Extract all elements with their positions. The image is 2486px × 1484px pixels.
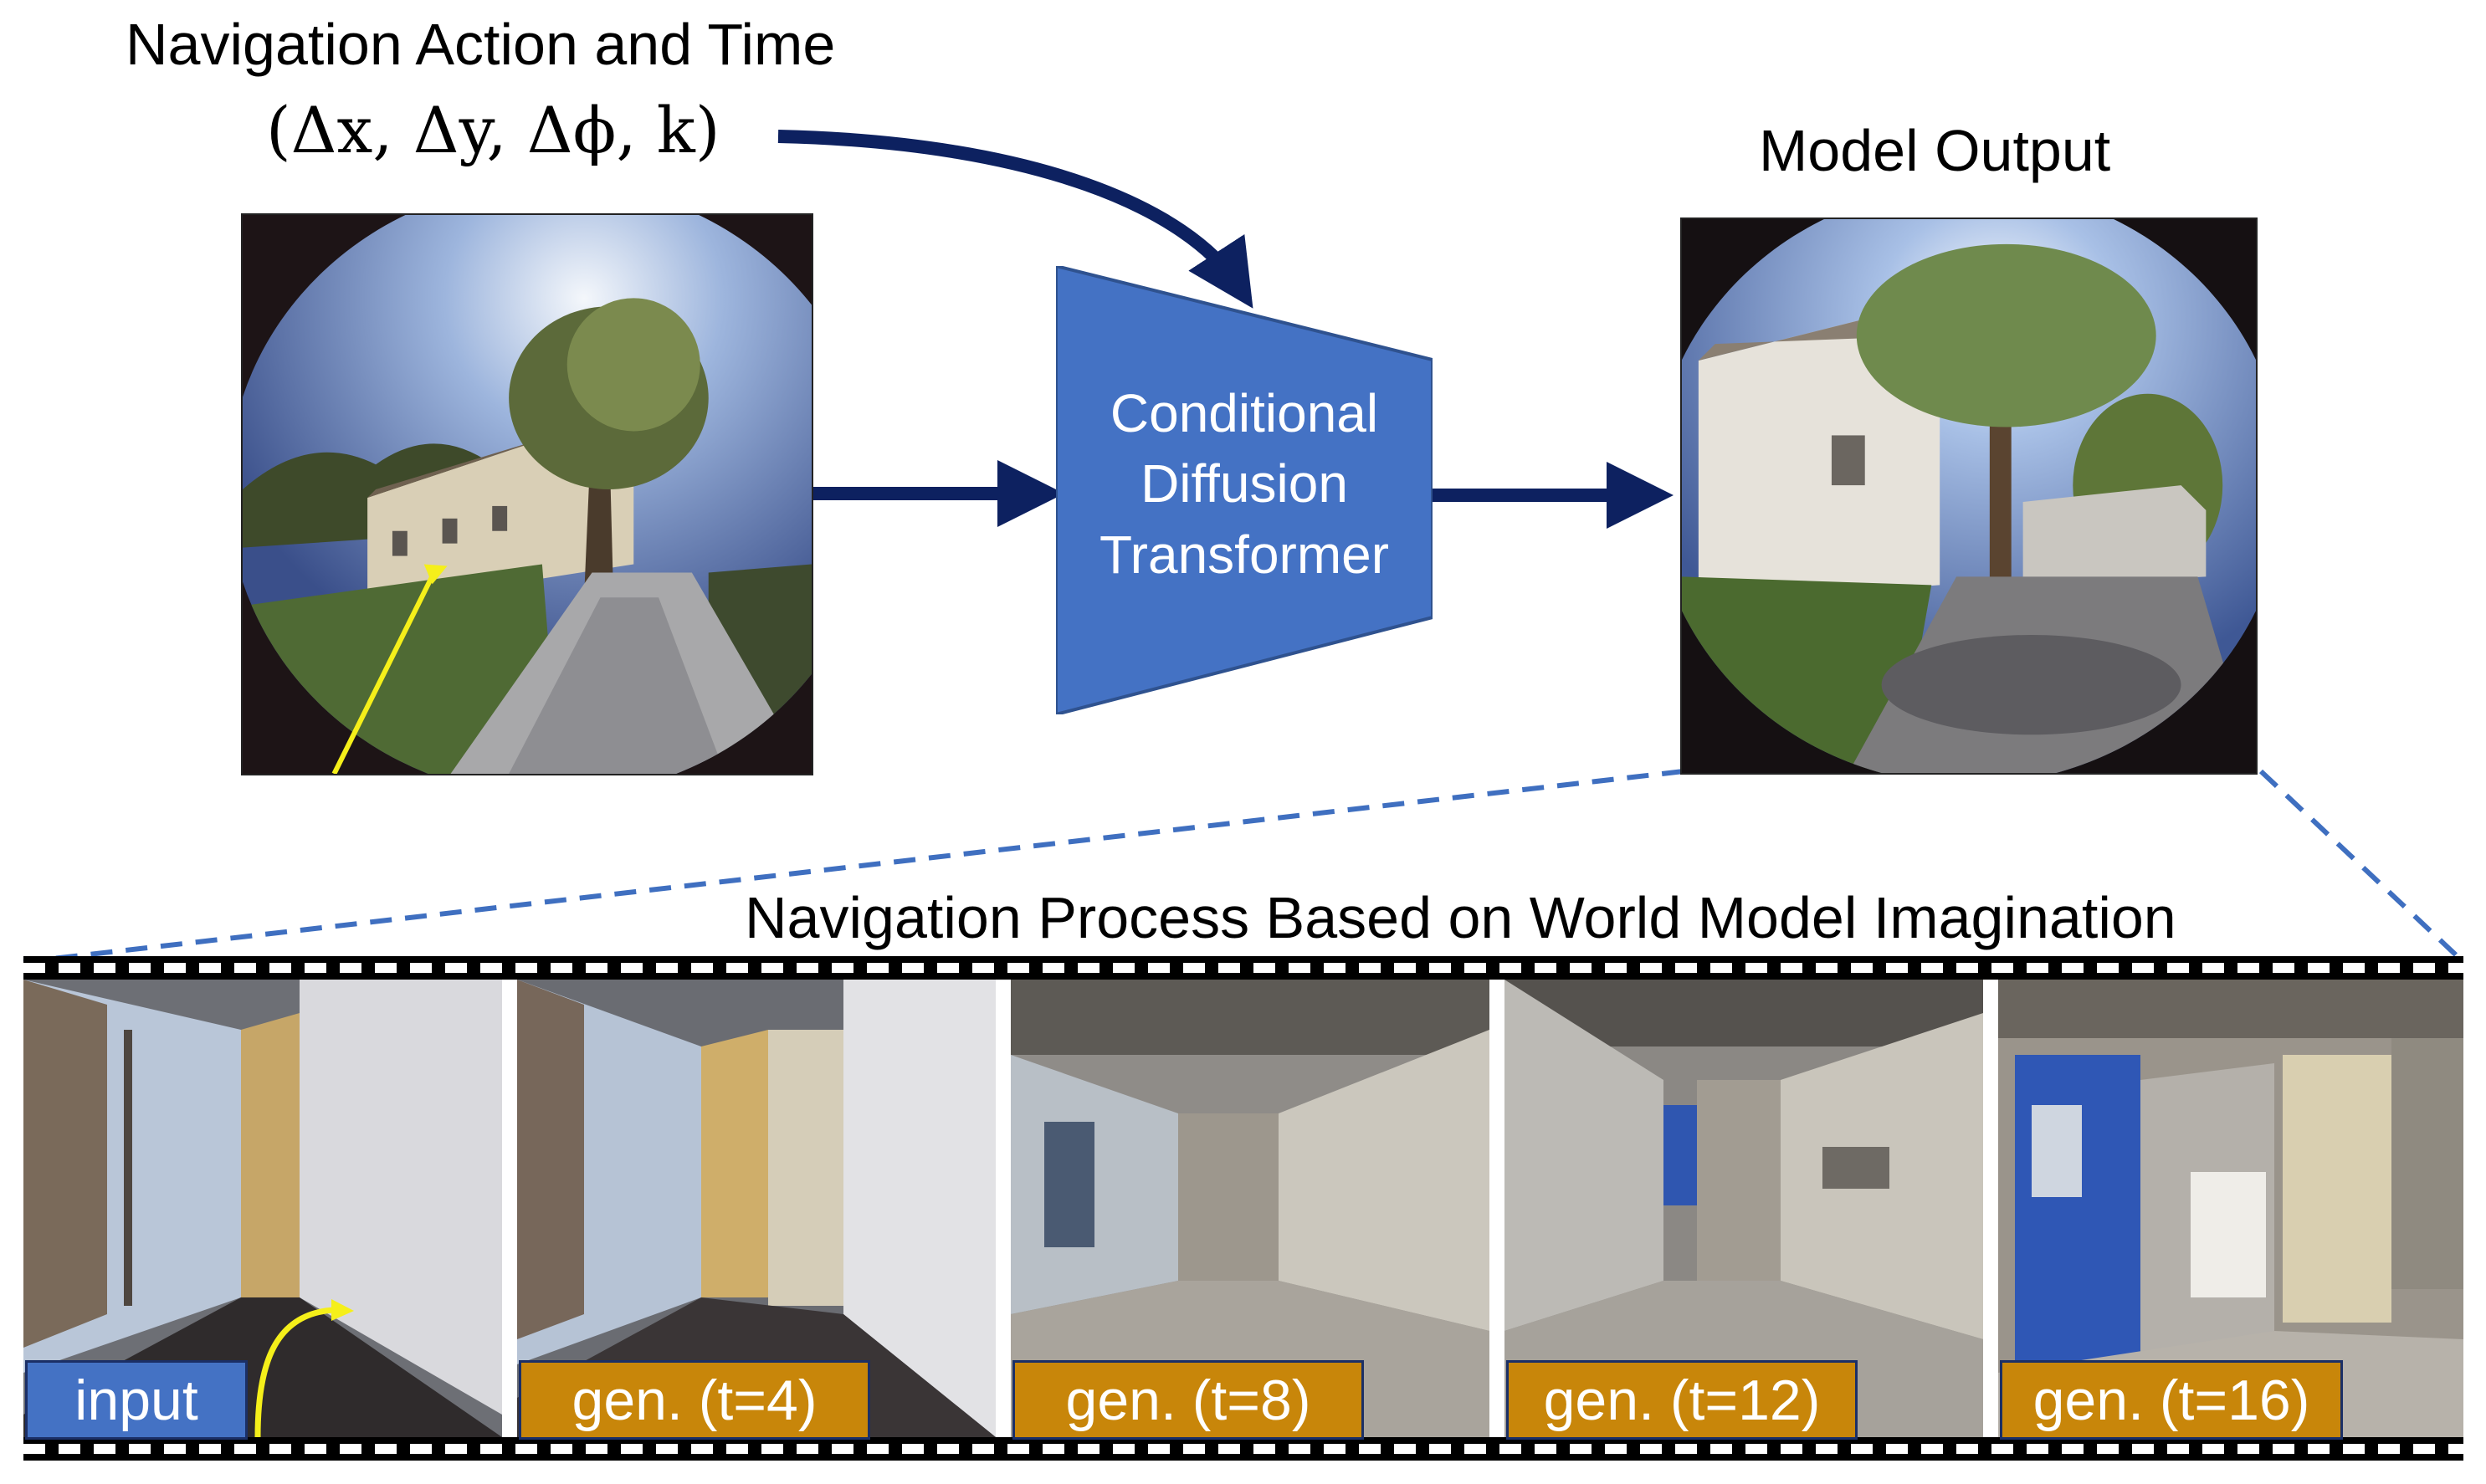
frame-label-gen-t16: gen. (t=16) [2000,1360,2343,1440]
output-image [1680,217,2258,775]
action-arrow [778,136,1238,286]
model-label-line3: Transformer [1056,519,1433,590]
zoom-line-right [2261,771,2463,962]
model-label-line1: Conditional [1056,378,1433,448]
frame-label-input: input [25,1360,248,1440]
film-top-border [23,956,2463,980]
frame-label-gen-t8: gen. (t=8) [1012,1360,1364,1440]
frame-label-gen-t12: gen. (t=12) [1506,1360,1858,1440]
filmstrip-title: Navigation Process Based on World Model … [745,888,2176,947]
model-label: Conditional Diffusion Transformer [1056,378,1433,590]
frame-label-gen-t4: gen. (t=4) [519,1360,870,1440]
input-image [241,213,813,775]
model-label-line2: Diffusion [1056,448,1433,519]
film-bottom-border [23,1437,2463,1461]
